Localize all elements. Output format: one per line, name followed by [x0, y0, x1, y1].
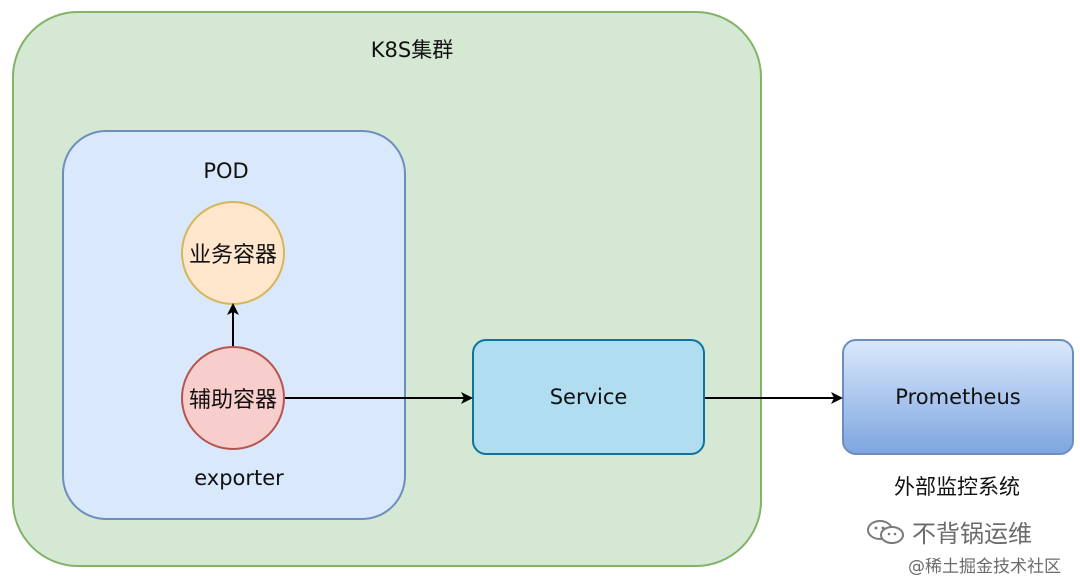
service-node: Service [472, 339, 705, 455]
helper-container-node: 辅助容器 [181, 346, 285, 450]
prometheus-label: Prometheus [895, 385, 1021, 409]
cluster-title: K8S集群 [370, 38, 454, 62]
watermark-main-text: 不背锅运维 [912, 520, 1032, 548]
watermark-sub: @稀土掘金技术社区 [908, 557, 1061, 577]
pod-container [62, 130, 406, 520]
pod-title: POD [203, 159, 249, 183]
service-label: Service [549, 385, 628, 409]
business-container-node: 业务容器 [181, 201, 285, 305]
prometheus-node: Prometheus [842, 339, 1074, 455]
business-container-label: 业务容器 [188, 243, 277, 268]
external-monitoring-caption: 外部监控系统 [894, 475, 1020, 499]
wechat-icon [867, 519, 904, 544]
watermark-main: 不背锅运维 [866, 514, 1032, 549]
exporter-caption: exporter [194, 466, 284, 490]
helper-container-label: 辅助容器 [188, 388, 277, 413]
